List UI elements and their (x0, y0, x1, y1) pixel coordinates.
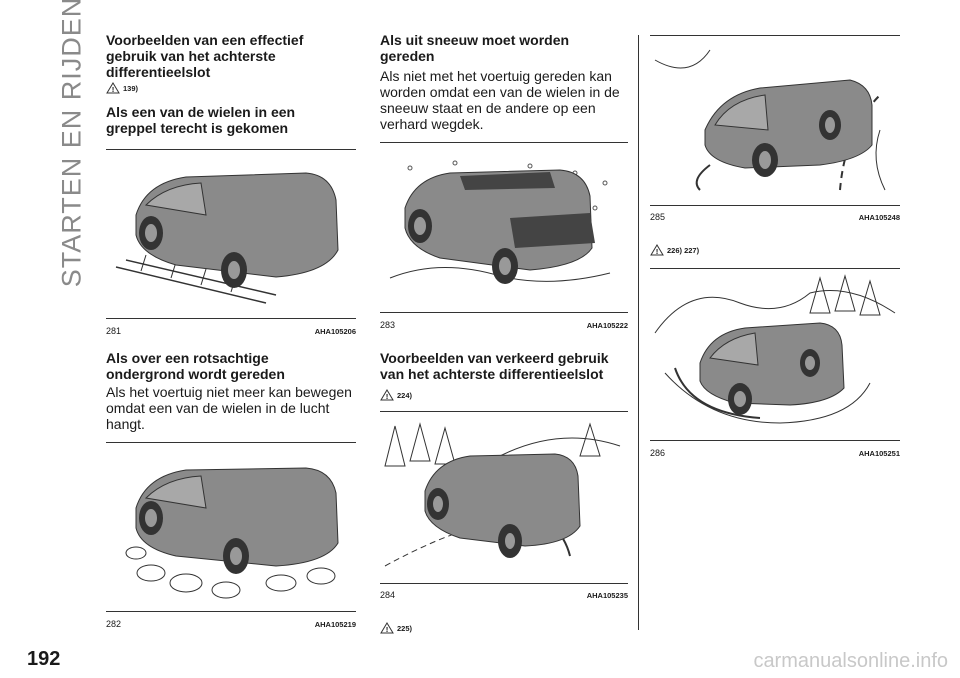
figure-code: AHA105222 (586, 321, 628, 330)
warning-ref-139: ! 139) (106, 82, 138, 94)
figure-281-truck-ditch (115, 172, 339, 304)
figure-code: AHA105206 (314, 327, 356, 336)
svg-text:!: ! (386, 627, 388, 634)
text-rocky-ground: Als het voertuig niet meer kan bewegen o… (106, 384, 352, 432)
figure-code: AHA105251 (858, 449, 900, 458)
warning-triangle-icon: ! (650, 244, 664, 256)
warning-ref-225: ! 225) (380, 622, 412, 634)
warning-triangle-icon: ! (380, 622, 394, 634)
figure-number: 285 (650, 212, 666, 222)
warning-triangle-icon: ! (380, 389, 394, 401)
watermark: carmanualsonline.info (753, 650, 948, 672)
text-snow: Als niet met het voertuig gereden kan wo… (380, 68, 620, 132)
figure-number: 283 (380, 320, 396, 330)
figure-code: AHA105235 (586, 591, 628, 600)
figure-code: AHA105219 (314, 620, 356, 629)
svg-text:!: ! (656, 249, 658, 256)
figure-code: AHA105248 (858, 213, 900, 222)
heading-effective-use: Voorbeelden van een effectief gebruik va… (106, 32, 304, 80)
figure-number: 282 (106, 619, 122, 629)
heading-wrong-use: Voorbeelden van verkeerd gebruik van het… (380, 350, 609, 382)
figure-number: 281 (106, 326, 122, 336)
warning-ref-224: ! 224) (380, 389, 412, 401)
heading-snow: Als uit sneeuw moet worden gereden (380, 32, 570, 64)
heading-ditch: Als een van de wielen in een greppel ter… (106, 104, 296, 136)
chapter-side-title: STARTEN EN RIJDEN (56, 0, 87, 288)
figure-284-truck-turning (384, 422, 621, 567)
warning-ref-226-227: ! 226) 227) (650, 244, 699, 256)
figure-285-truck-curve (654, 49, 886, 191)
figure-number: 286 (650, 448, 666, 458)
page-number: 192 (27, 648, 61, 670)
figure-282-truck-rocks (125, 467, 339, 599)
figure-number: 284 (380, 590, 396, 600)
svg-text:!: ! (386, 394, 388, 401)
heading-rocky-ground: Als over een rotsachtige ondergrond word… (106, 350, 285, 382)
warning-triangle-icon: ! (106, 82, 120, 94)
svg-text:!: ! (112, 87, 114, 94)
figure-286-truck-offroad (654, 274, 896, 424)
figure-283-truck-snow (389, 160, 611, 284)
